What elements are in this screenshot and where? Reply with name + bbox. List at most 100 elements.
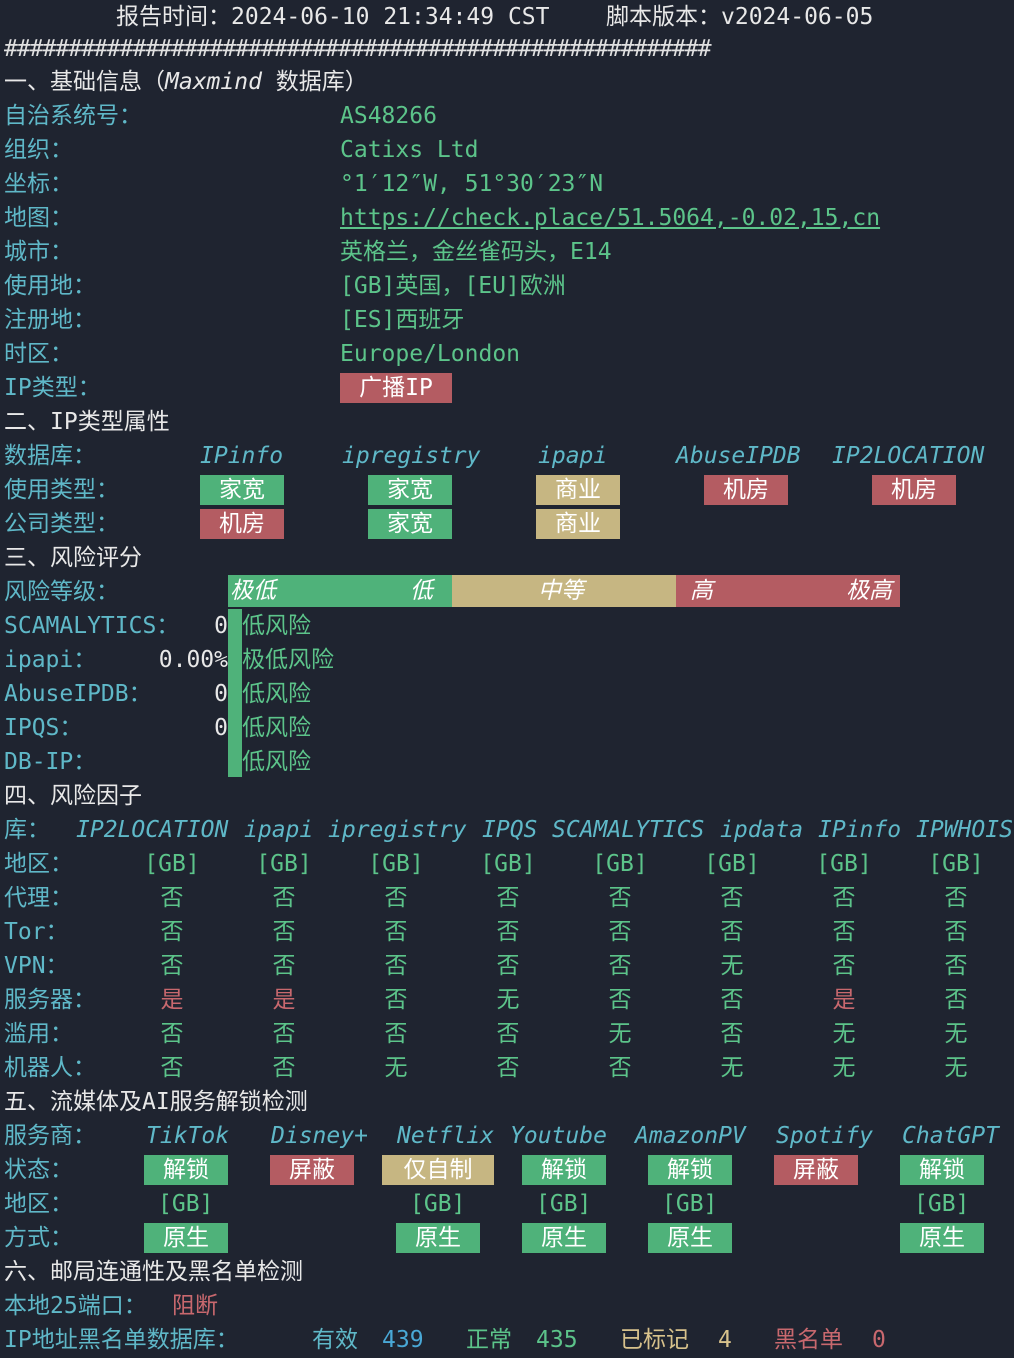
section1-title-tail: 数据库）: [261, 69, 368, 95]
factor-robot-ipqs: 否: [496, 1055, 520, 1081]
factor-vpn-scamalytics: 否: [608, 953, 632, 979]
stream-region-label: 地区：: [4, 1191, 73, 1217]
db-abuseipdb: AbuseIPDB: [676, 443, 801, 469]
factor-proxy-ipregistry: 否: [384, 885, 408, 911]
valid-label: 有效: [312, 1327, 358, 1353]
factor-region-row: 地区：[GB][GB][GB][GB][GB][GB][GB][GB]: [0, 847, 1014, 881]
usage-abuseipdb-badge: 机房: [704, 475, 788, 505]
map-label: 地图：: [4, 205, 73, 231]
factor-robot-ipwhois: 无: [944, 1055, 968, 1081]
company-ipregistry-badge: 家宽: [368, 509, 452, 539]
db-ipregistry: ipregistry: [342, 443, 481, 469]
factor-robot-label: 机器人：: [4, 1055, 96, 1081]
method-youtube-badge: 原生: [522, 1223, 606, 1253]
factor-server-ipwhois: 否: [944, 987, 968, 1013]
risk-scamalytics-score: 0: [214, 613, 228, 639]
blacklisted-count: 0: [872, 1327, 886, 1353]
registered-row: 注册地： [ES]西班牙: [0, 303, 1014, 337]
section5-title: 五、流媒体及AI服务解锁检测: [0, 1085, 1014, 1119]
status-youtube-badge: 解锁: [522, 1155, 606, 1185]
provider-netflix: Netflix: [397, 1123, 494, 1149]
org-row: 组织： Catixs Ltd: [0, 133, 1014, 167]
normal-count: 435: [536, 1327, 578, 1353]
section2-title: 二、IP类型属性: [0, 405, 1014, 439]
provider-chatgpt: ChatGPT: [902, 1123, 999, 1149]
method-tiktok-badge: 原生: [144, 1223, 228, 1253]
asn-row: 自治系统号： AS48266: [0, 99, 1014, 133]
map-link[interactable]: https://check.place/51.5064,-0.02,15,cn: [340, 205, 881, 231]
scale-very-low: 极低: [230, 578, 276, 604]
factor-server-ipdata: 否: [720, 987, 744, 1013]
factor-vpn-row: VPN：否否否否否无否否: [0, 949, 1014, 983]
org-label: 组织：: [4, 137, 73, 163]
risk-scale-low-segment: [228, 575, 452, 607]
method-row: 方式： 原生 原生 原生 原生 原生: [0, 1221, 1014, 1255]
registered-value: [ES]西班牙: [340, 307, 465, 333]
factor-proxy-ipdata: 否: [720, 885, 744, 911]
timezone-row: 时区： Europe/London: [0, 337, 1014, 371]
usage-ipinfo-badge: 家宽: [200, 475, 284, 505]
hash-separator: ########################################…: [4, 36, 712, 62]
timezone-value: Europe/London: [340, 341, 521, 367]
factor-server-ipqs: 无: [496, 987, 520, 1013]
factor-abuse-ip2location: 否: [160, 1021, 184, 1047]
factor-region-ipinfo: [GB]: [816, 851, 872, 877]
ip-type-badge: 广播IP: [340, 373, 452, 403]
lib-ipqs: IPQS: [482, 817, 538, 843]
usage-type-row: 使用类型： 家宽 家宽 商业 机房 机房: [0, 473, 1014, 507]
usage-ipapi-badge: 商业: [536, 475, 620, 505]
city-row: 城市： 英格兰，金丝雀码头，E14: [0, 235, 1014, 269]
factor-server-ipregistry: 否: [384, 987, 408, 1013]
city-label: 城市：: [4, 239, 73, 265]
section6-heading: 六、邮局连通性及黑名单检测: [4, 1259, 303, 1285]
scale-low: 低: [410, 578, 433, 604]
factor-robot-ipapi: 否: [272, 1055, 296, 1081]
usage-type-label: 使用类型：: [4, 477, 119, 503]
factor-robot-row: 机器人：否否无否否无无无: [0, 1051, 1014, 1085]
blacklist-label: IP地址黑名单数据库：: [4, 1327, 239, 1353]
factor-region-ipapi: [GB]: [256, 851, 312, 877]
db-label: 数据库：: [4, 443, 96, 469]
status-tiktok-badge: 解锁: [144, 1155, 228, 1185]
asn-value: AS48266: [340, 103, 437, 129]
map-row: 地图： https://check.place/51.5064,-0.02,15…: [0, 201, 1014, 235]
usage-location-label: 使用地：: [4, 273, 96, 299]
factor-proxy-scamalytics: 否: [608, 885, 632, 911]
lib-label: 库：: [4, 817, 50, 843]
section3-heading: 三、风险评分: [4, 545, 142, 571]
factor-abuse-ipdata: 否: [720, 1021, 744, 1047]
marked-label: 已标记: [620, 1327, 689, 1353]
factor-vpn-ipregistry: 否: [384, 953, 408, 979]
factor-abuse-ipapi: 否: [272, 1021, 296, 1047]
provider-row: 服务商： TikTok Disney+ Netflix Youtube Amaz…: [0, 1119, 1014, 1153]
section5-heading: 五、流媒体及AI服务解锁检测: [4, 1089, 308, 1115]
risk-scale-high-segment: [676, 575, 900, 607]
provider-disney: Disney+: [271, 1123, 368, 1149]
stream-region-row: 地区： [GB] [GB] [GB] [GB] [GB]: [0, 1187, 1014, 1221]
usage-location-value: [GB]英国，[EU]欧洲: [340, 273, 566, 299]
region-chatgpt: [GB]: [914, 1191, 970, 1217]
risk-scamalytics-label: SCAMALYTICS：: [4, 613, 180, 639]
section1-title: 一、基础信息（Maxmind 数据库）: [0, 65, 1014, 99]
factor-vpn-ipapi: 否: [272, 953, 296, 979]
provider-label: 服务商：: [4, 1123, 96, 1149]
scale-high: 高: [690, 578, 713, 604]
risk-ipapi-score: 0.00%: [158, 647, 228, 673]
section4-heading: 四、风险因子: [4, 783, 142, 809]
factor-vpn-ipinfo: 否: [832, 953, 856, 979]
company-ipinfo-badge: 机房: [200, 509, 284, 539]
separator-line: ########################################…: [0, 32, 1014, 66]
risk-dbip-row: DB-IP： 低风险: [0, 745, 1014, 779]
factor-robot-ipdata: 无: [720, 1055, 744, 1081]
ip-type-row: IP类型： 广播IP: [0, 371, 1014, 405]
factor-abuse-label: 滥用：: [4, 1021, 73, 1047]
factor-vpn-ip2location: 否: [160, 953, 184, 979]
factor-vpn-label: VPN：: [4, 953, 69, 979]
risk-ipapi-level: 极低风险: [242, 647, 334, 673]
method-chatgpt-badge: 原生: [900, 1223, 984, 1253]
usage-ip2location-badge: 机房: [872, 475, 956, 505]
lib-ipapi: ipapi: [244, 817, 314, 843]
method-amazonpv-badge: 原生: [648, 1223, 732, 1253]
status-netflix-badge: 仅自制: [382, 1155, 494, 1185]
section3-title: 三、风险评分: [0, 541, 1014, 575]
